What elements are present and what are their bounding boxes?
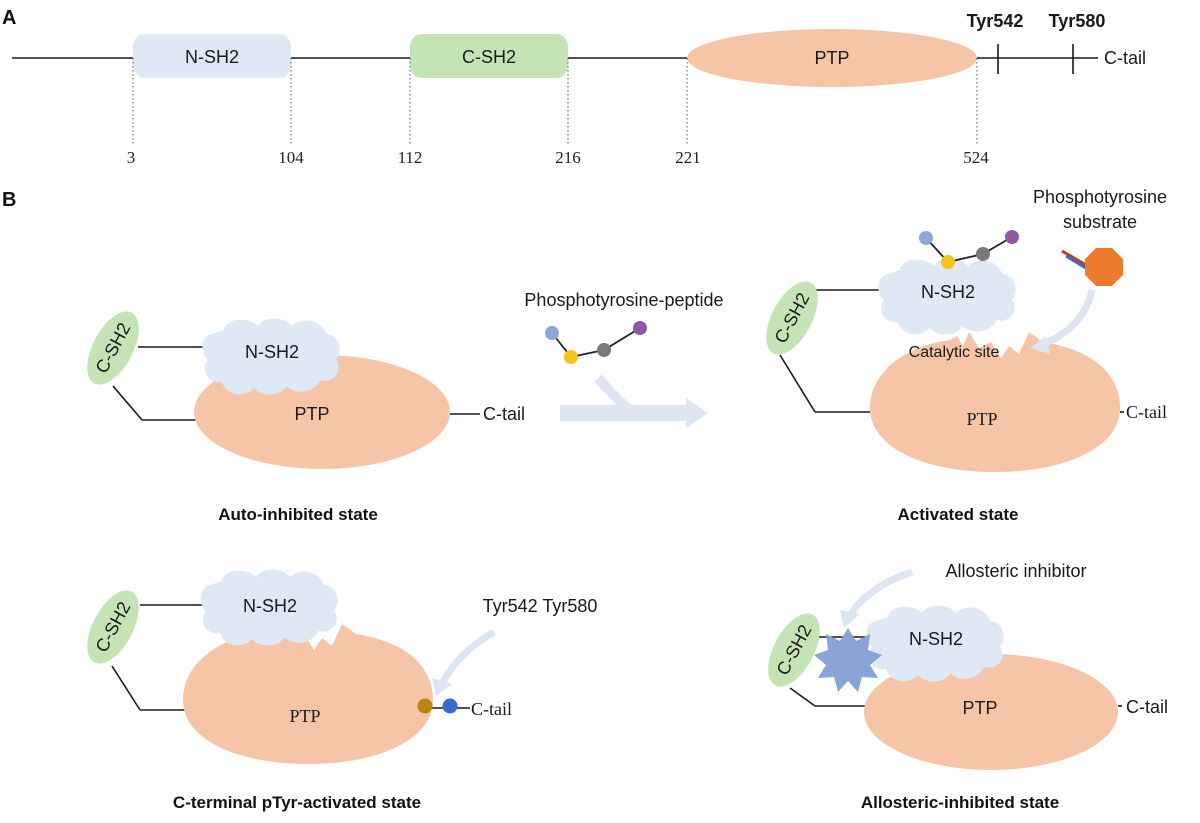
allosteric-inhibitor-star xyxy=(814,628,882,692)
inhibitor-arrow-head xyxy=(840,610,860,628)
sphere-blue xyxy=(545,326,559,340)
ptp-body xyxy=(864,654,1118,770)
auto-inhibited-diagram: PTP N-SH2 C-SH2 C-tail xyxy=(87,311,525,469)
state-auto-inhibited: Auto-inhibited state xyxy=(218,505,378,524)
substrate-arrow-head xyxy=(1030,336,1050,354)
linker-csh2-down xyxy=(789,687,816,707)
state-activated: Activated state xyxy=(898,505,1019,524)
ptp-label: PTP xyxy=(962,698,997,718)
tyr-arrow xyxy=(438,628,496,686)
state-cterm-activated: C-terminal pTyr-activated state xyxy=(173,793,421,812)
ptp-body xyxy=(183,624,433,764)
domain-csh2-label: C-SH2 xyxy=(462,47,516,67)
tyr-pair-label: Tyr542 Tyr580 xyxy=(483,596,598,616)
domain-nsh2-box xyxy=(133,34,291,78)
inhibitor-arrow xyxy=(846,568,914,618)
tyr542-label: Tyr542 xyxy=(967,11,1024,31)
nsh2-label: N-SH2 xyxy=(921,282,975,302)
ctail-label: C-tail xyxy=(471,699,512,719)
phosphotyrosine-substrate xyxy=(1061,248,1123,286)
domain-ptp-label: PTP xyxy=(814,48,849,68)
activation-arrow xyxy=(560,374,708,428)
substrate-arrow xyxy=(1038,289,1096,349)
ctail-label: C-tail xyxy=(1126,697,1168,717)
boundary-221: 221 xyxy=(675,148,701,167)
activated-diagram: PTP N-SH2 C-SH2 Catalytic site C-tail Ph… xyxy=(766,187,1167,472)
linker-csh2-down xyxy=(111,665,141,711)
boundary-524: 524 xyxy=(963,148,989,167)
allosteric-inhibitor-label: Allosteric inhibitor xyxy=(945,561,1086,581)
ptp-label: PTP xyxy=(289,706,320,726)
csh2-oval xyxy=(87,590,139,664)
sphere-purple xyxy=(633,321,647,335)
state-allosteric-inhibited: Allosteric-inhibited state xyxy=(861,793,1059,812)
ptyr580-sphere xyxy=(442,698,458,714)
sphere-purple xyxy=(1005,230,1019,244)
boundary-112: 112 xyxy=(398,148,423,167)
boundary-3: 3 xyxy=(127,148,136,167)
boundary-216: 216 xyxy=(555,148,581,167)
boundary-104: 104 xyxy=(278,148,304,167)
sphere-yellow xyxy=(564,350,578,364)
linker-csh2-down xyxy=(112,385,143,421)
sphere-yellow xyxy=(941,255,955,269)
sphere-blue xyxy=(919,231,933,245)
peptide-bond xyxy=(603,327,641,351)
ctail-label: C-tail xyxy=(1126,402,1167,422)
domain-csh2-box xyxy=(410,34,568,78)
substrate-label-line1: Phosphotyrosine xyxy=(1033,187,1167,207)
cterm-activated-diagram: PTP N-SH2 C-SH2 C-tail Tyr542 Tyr580 xyxy=(87,569,598,764)
domain-nsh2-label: N-SH2 xyxy=(185,47,239,67)
domain-ptp-ellipse xyxy=(687,29,977,87)
phosphotyrosine-peptide xyxy=(545,321,647,364)
peptide-label: Phosphotyrosine-peptide xyxy=(524,290,723,310)
sphere-gray xyxy=(976,247,990,261)
substrate-stick-red xyxy=(1061,249,1087,267)
csh2-oval xyxy=(87,311,139,385)
tyr580-label: Tyr580 xyxy=(1049,11,1106,31)
ctail-label: C-tail xyxy=(483,404,525,424)
catalytic-site-label: Catalytic site xyxy=(909,344,1000,361)
sphere-gray xyxy=(597,343,611,357)
csh2-oval xyxy=(766,281,818,355)
nsh2-label: N-SH2 xyxy=(909,629,963,649)
csh2-oval xyxy=(768,613,820,687)
allosteric-inhibited-diagram: PTP N-SH2 C-SH2 C-tail Allosteric inhibi… xyxy=(768,561,1168,770)
octagon-substrate xyxy=(1085,248,1123,286)
panel-label-a: A xyxy=(2,7,16,29)
nsh2-label: N-SH2 xyxy=(245,342,299,362)
panel-label-b: B xyxy=(2,189,16,211)
ctail-label-a: C-tail xyxy=(1104,48,1146,68)
ptyr542-sphere xyxy=(417,698,433,714)
substrate-label-line2: substrate xyxy=(1063,212,1137,232)
tyr-arrow-head xyxy=(432,678,452,696)
nsh2-label: N-SH2 xyxy=(243,596,297,616)
ptp-label: PTP xyxy=(294,404,329,424)
ptp-label: PTP xyxy=(966,409,997,429)
linker-csh2-down xyxy=(779,354,816,413)
